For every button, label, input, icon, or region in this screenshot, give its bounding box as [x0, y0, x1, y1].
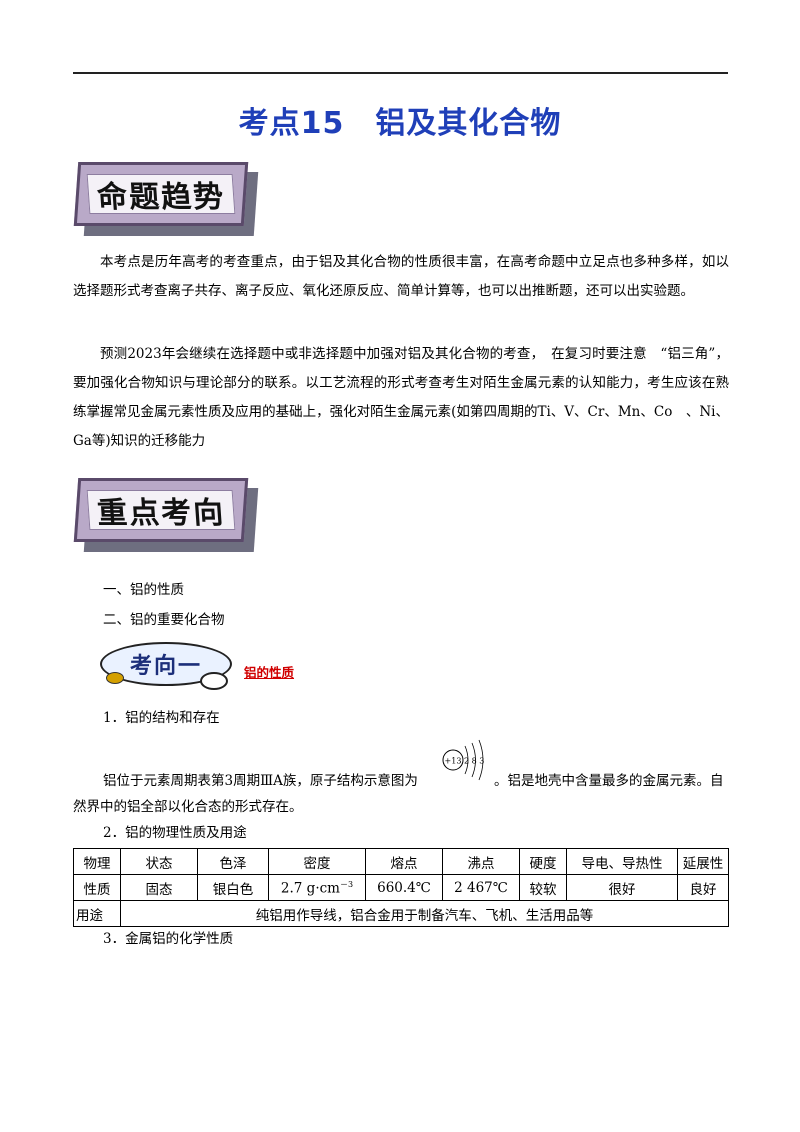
electron-shells: 2 8 3: [464, 757, 484, 766]
trend-paragraph-1: 本考点是历年高考的考查重点，由于铝及其化合物的性质很丰富，在高考命题中立足点也多…: [73, 254, 729, 299]
focus-banner: 重点考向: [73, 478, 259, 552]
focus-banner-text: 重点考向: [86, 490, 236, 531]
header-rule: [73, 72, 728, 74]
properties-table: 物理 状态 色泽 密度 熔点 沸点 硬度 导电、导热性 延展性 性质 固态 银白…: [73, 848, 729, 927]
table-cell: 密度: [268, 848, 366, 875]
section-heading: 3．金属铝的化学性质: [103, 931, 234, 947]
table-row: 用途 纯铝用作导线，铝合金用于制备汽车、飞机、生活用品等: [73, 900, 729, 927]
table-cell: 较软: [519, 874, 567, 901]
outline-item: 一、铝的性质: [103, 582, 184, 598]
structure-text: 铝位于元素周期表第3周期ⅢA族，原子结构示意图为: [103, 773, 418, 789]
trend-banner: 命题趋势: [73, 162, 259, 236]
section-heading: 2．铝的物理性质及用途: [103, 825, 247, 841]
table-cell: 延展性: [677, 848, 729, 875]
page-title: 考点15 铝及其化合物: [238, 106, 562, 141]
table-cell: 色泽: [197, 848, 269, 875]
badge-decoration: [200, 672, 228, 690]
nucleus-charge: +13: [445, 757, 462, 766]
trend-banner-text: 命题趋势: [86, 174, 236, 215]
table-row: 性质 固态 银白色 2.7 g·cm－3 660.4℃ 2 467℃ 较软 很好…: [73, 874, 729, 901]
trend-paragraph-2: 预测2023年会继续在选择题中或非选择题中加强对铝及其化合物的考查， 在复习时要…: [73, 346, 729, 449]
table-cell: 状态: [120, 848, 198, 875]
aluminum-atom-diagram: +13 2 8 3: [442, 739, 484, 781]
outline-item: 二、铝的重要化合物: [103, 612, 225, 628]
table-cell: 2 467℃: [442, 874, 520, 901]
shell-arc: [478, 739, 484, 781]
nucleus-circle: [442, 749, 464, 771]
table-cell: 硬度: [519, 848, 567, 875]
badge-decoration: [106, 672, 124, 684]
shell-arc: [471, 742, 476, 778]
table-cell: 物理: [73, 848, 121, 875]
table-cell: 纯铝用作导线，铝合金用于制备汽车、飞机、生活用品等: [120, 900, 729, 927]
table-cell: 沸点: [442, 848, 520, 875]
section-heading: 1．铝的结构和存在: [103, 710, 220, 726]
table-cell: 很好: [566, 874, 678, 901]
table-cell: 银白色: [197, 874, 269, 901]
structure-text: 然界中的铝全部以化合态的形式存在。: [73, 799, 303, 815]
table-cell: 性质: [73, 874, 121, 901]
kaoxiang-badge: 考向一: [100, 642, 232, 690]
table-cell: 660.4℃: [365, 874, 443, 901]
structure-text: 。铝是地壳中含量最多的金属元素。自: [494, 773, 724, 789]
table-cell: 固态: [120, 874, 198, 901]
shell-arc: [464, 745, 469, 775]
table-cell: 导电、导热性: [566, 848, 678, 875]
table-cell: 熔点: [365, 848, 443, 875]
table-cell: 用途: [73, 900, 121, 927]
table-cell: 2.7 g·cm－3: [268, 874, 366, 901]
table-row: 物理 状态 色泽 密度 熔点 沸点 硬度 导电、导热性 延展性: [73, 848, 729, 875]
kaoxiang-link[interactable]: 铝的性质: [244, 665, 295, 680]
table-cell: 良好: [677, 874, 729, 901]
